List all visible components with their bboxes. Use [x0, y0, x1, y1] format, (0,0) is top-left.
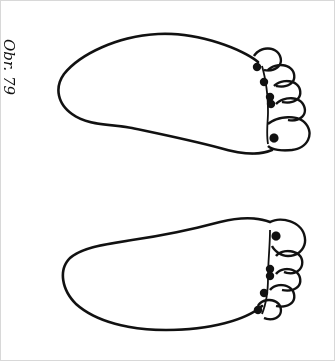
lower-foot-toe-4	[270, 285, 294, 306]
figure-caption-text: Obr. 79	[0, 39, 18, 95]
figure-caption: Obr. 79	[0, 0, 60, 60]
lower-foot-point	[260, 289, 268, 297]
upper-foot	[58, 34, 309, 154]
lower-foot-sole-outline	[63, 218, 270, 330]
upper-foot-point	[267, 100, 275, 108]
lower-foot-point	[254, 306, 262, 314]
upper-foot-point	[253, 63, 261, 71]
upper-foot-point	[260, 78, 268, 86]
lower-foot-point	[271, 231, 280, 240]
upper-foot-point	[269, 133, 278, 142]
upper-foot-sole-outline	[58, 34, 272, 154]
upper-foot-toe-4	[268, 65, 294, 86]
lower-foot-point	[266, 272, 274, 280]
lower-foot	[63, 218, 305, 330]
